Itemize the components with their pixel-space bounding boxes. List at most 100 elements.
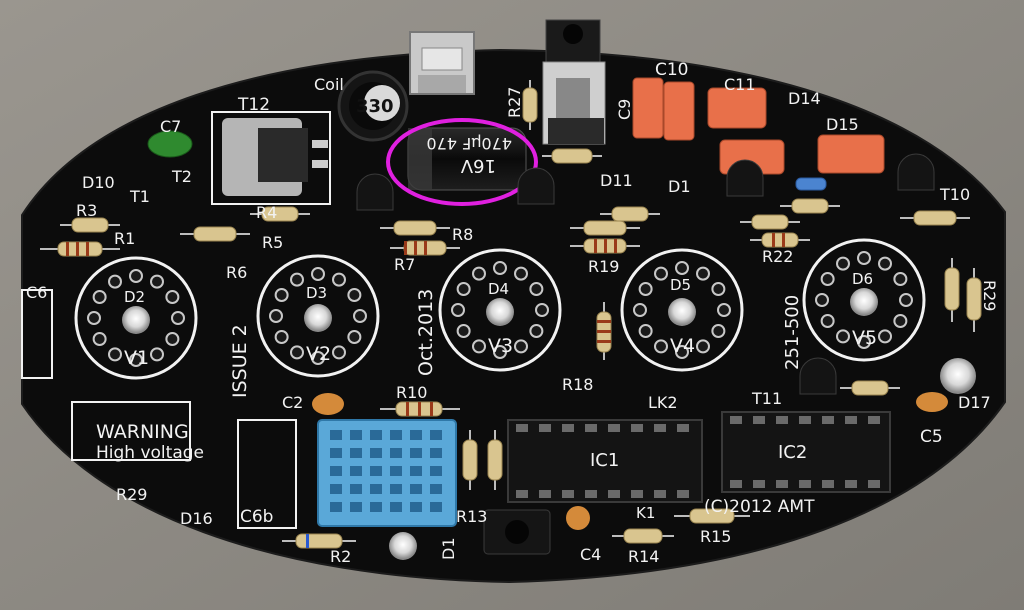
socket-pad (493, 261, 507, 275)
socket-pad (108, 274, 122, 289)
label-r14: R14 (628, 547, 659, 566)
label-c5: C5 (920, 427, 943, 447)
label-r10: R10 (396, 383, 427, 402)
socket-pad (654, 266, 668, 281)
socket-pad (332, 272, 346, 287)
label-c6b: C6b (240, 507, 273, 527)
socket-pad (514, 266, 528, 281)
ic-pin (799, 416, 811, 424)
sensor-vent (430, 430, 442, 440)
label-r5: R5 (262, 233, 283, 252)
socket-pad (87, 311, 101, 325)
label-coil: Coil (314, 75, 344, 94)
socket-pad (820, 272, 835, 286)
warning-body: High voltage (96, 443, 204, 463)
socket-pad (274, 330, 289, 344)
socket-pad (711, 282, 726, 296)
label-c11: C11 (724, 75, 756, 94)
socket-pad (696, 339, 710, 354)
ic-pin (562, 424, 574, 432)
cap-c4 (566, 506, 590, 530)
inductor-marking: 330 (356, 96, 394, 117)
socket-pad (150, 347, 164, 362)
sensor-vent (350, 502, 362, 512)
regulator-heatsink (211, 111, 331, 205)
usb-connector (409, 31, 475, 95)
socket-pad (493, 345, 507, 359)
ic-pin (516, 490, 528, 498)
label-r2: R2 (330, 547, 351, 566)
ic-pin (516, 424, 528, 432)
label-r13: R13 (456, 507, 487, 526)
socket-pad (836, 329, 850, 344)
label-r3: R3 (76, 201, 97, 220)
humidity-sensor (317, 419, 457, 527)
sensor-vent (410, 430, 422, 440)
socket-pad (675, 261, 689, 275)
cap-c5 (916, 392, 948, 412)
label-v3: V3 (488, 335, 513, 357)
sensor-vent (430, 484, 442, 494)
socket-pad (165, 332, 180, 346)
socket-pad (654, 339, 668, 354)
label-r8: R8 (452, 225, 473, 244)
socket-pad (332, 345, 346, 360)
label-c10: C10 (655, 60, 689, 80)
socket-pad (696, 266, 710, 281)
sensor-vent (370, 430, 382, 440)
audio-jack (542, 19, 606, 145)
sensor-vent (390, 430, 402, 440)
socket-pad (456, 282, 471, 296)
label-d2: D2 (124, 288, 145, 306)
socket-pad (893, 314, 908, 328)
ic-pin (677, 490, 689, 498)
label-r29-left: R29 (116, 485, 147, 504)
label-t11: T11 (751, 389, 782, 408)
sensor-vent (410, 502, 422, 512)
label-c4: C4 (580, 545, 601, 564)
label-k1: K1 (636, 504, 655, 522)
c6b-outline (237, 419, 297, 529)
label-r29-right: R29 (980, 280, 999, 311)
sensor-vent (410, 484, 422, 494)
label-ic2: IC2 (778, 442, 807, 463)
label-c6: C6 (26, 283, 47, 302)
sensor-vent (350, 430, 362, 440)
label-d1-bottom: D1 (439, 538, 458, 561)
label-v4: V4 (670, 335, 695, 357)
sensor-vent (390, 448, 402, 458)
socket-pad (311, 267, 325, 281)
ic-pin (585, 490, 597, 498)
socket-pad (878, 256, 892, 271)
capacitor-voltage-marking: 16V (460, 155, 496, 176)
sensor-vent (350, 484, 362, 494)
capacitor-value-marking: 470µF 470 (426, 134, 512, 153)
sensor-vent (410, 448, 422, 458)
socket-pad (269, 309, 283, 323)
label-d3: D3 (306, 284, 327, 302)
socket-pad (456, 324, 471, 338)
sensor-vent (350, 466, 362, 476)
ic-pin (868, 416, 880, 424)
socket-pad (857, 251, 871, 265)
sensor-vent (370, 502, 382, 512)
socket-pad (899, 293, 913, 307)
sensor-vent (370, 448, 382, 458)
ic-pin (631, 424, 643, 432)
sensor-vent (390, 466, 402, 476)
socket-pad (638, 324, 653, 338)
warning-box (71, 401, 191, 461)
ir-lens (505, 520, 529, 544)
label-r18: R18 (562, 375, 593, 394)
ic-pin (753, 416, 765, 424)
label-t1: T1 (129, 187, 150, 206)
socket-pad (150, 274, 164, 289)
ic-pin (753, 480, 765, 488)
sensor-vent (330, 484, 342, 494)
label-v1: V1 (124, 347, 149, 369)
ic-pin (776, 416, 788, 424)
socket-pad (92, 332, 107, 346)
sensor-vent (330, 466, 342, 476)
socket-pad (472, 339, 486, 354)
